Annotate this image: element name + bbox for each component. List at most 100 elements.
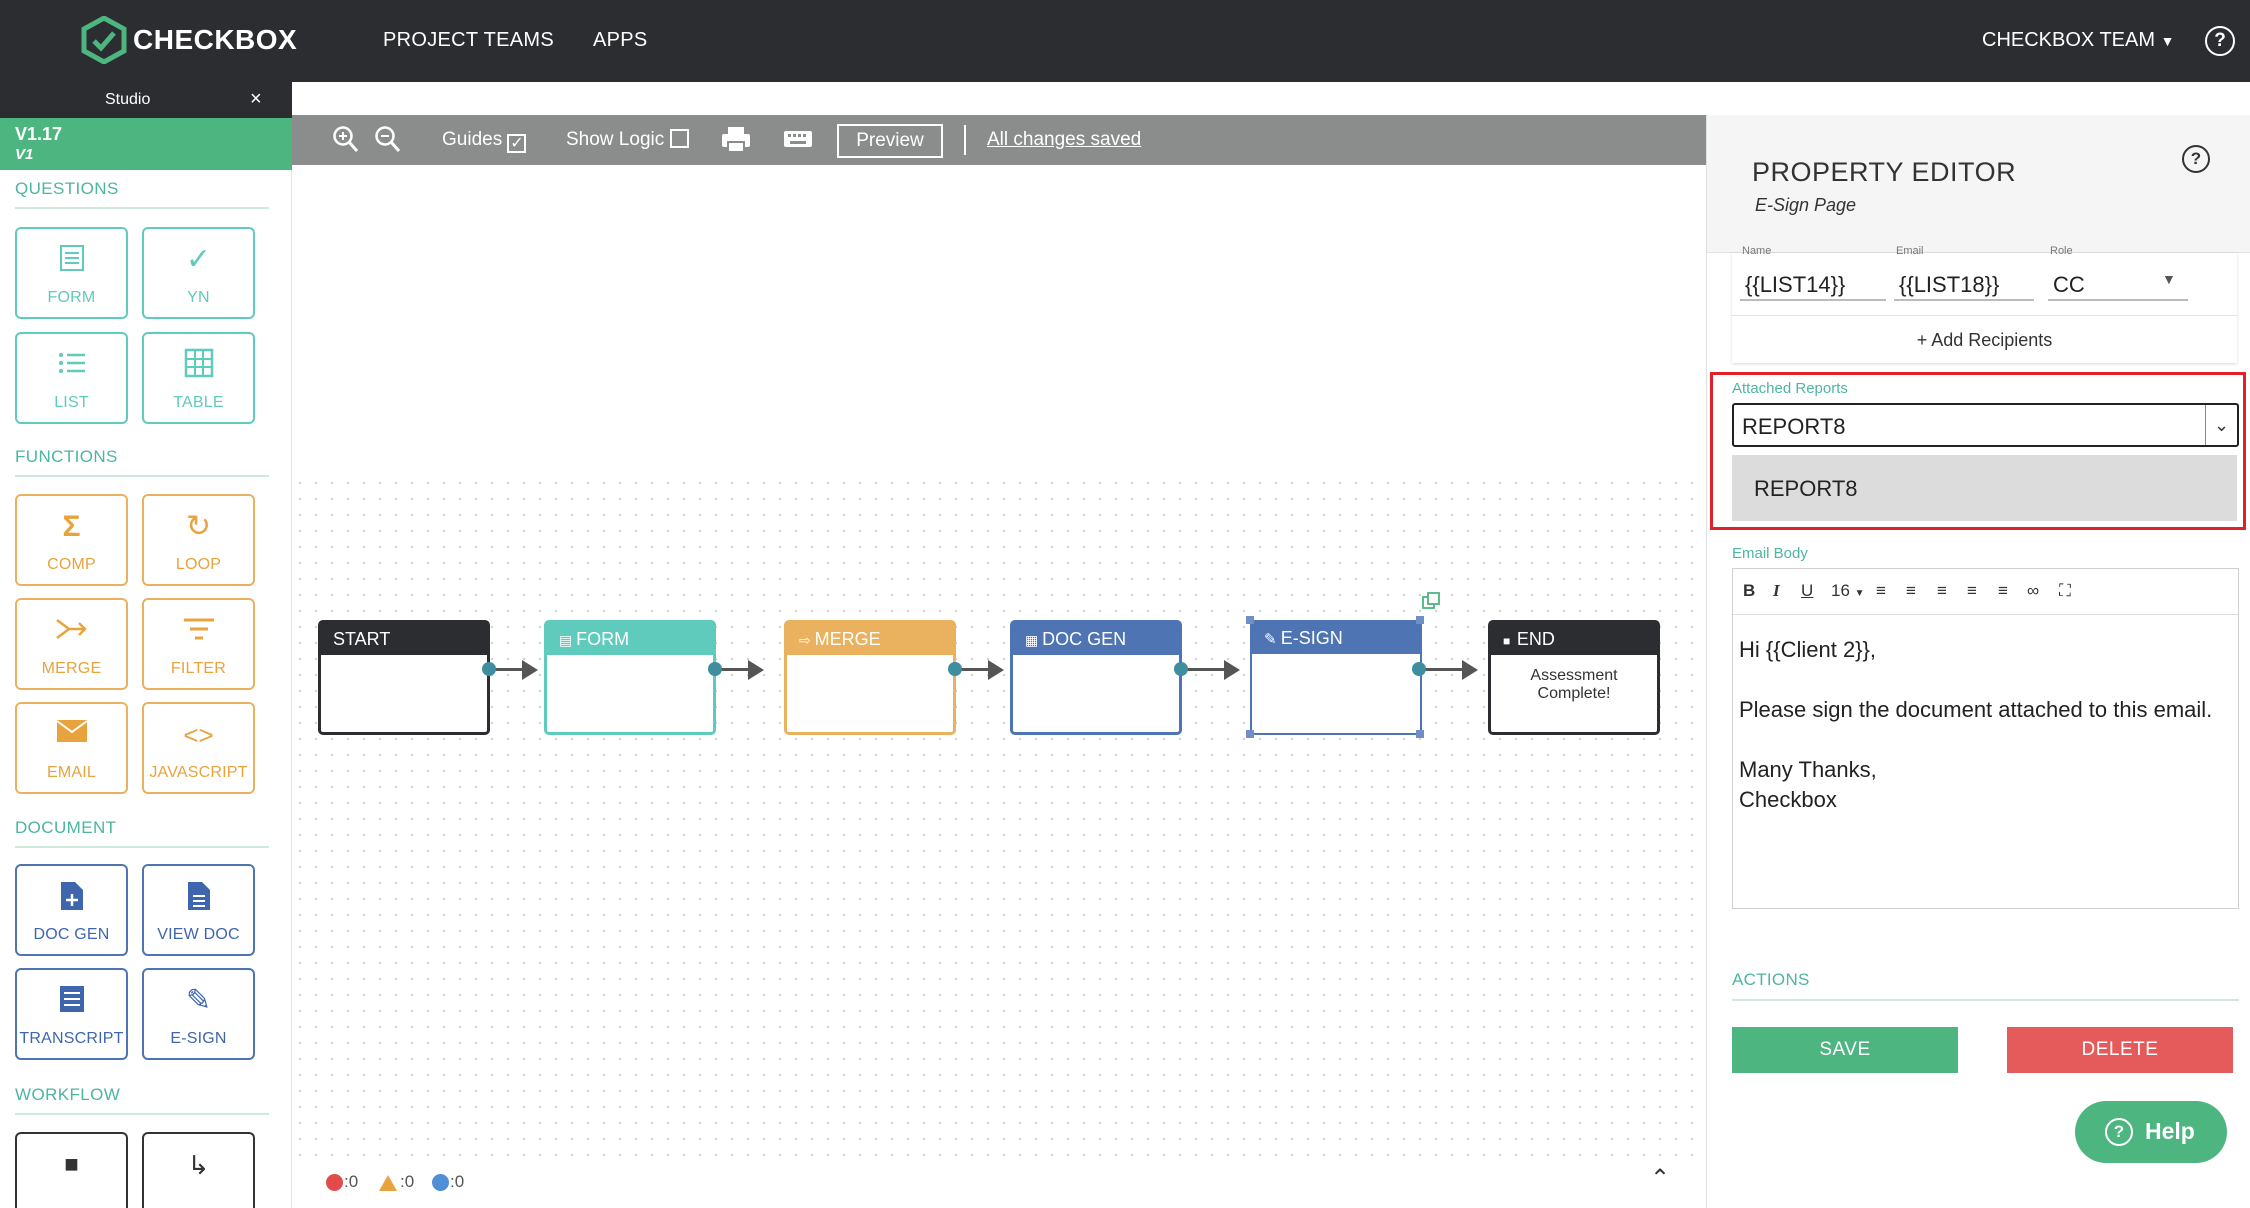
resize-handle[interactable] bbox=[1246, 730, 1254, 738]
output-port[interactable] bbox=[482, 662, 496, 676]
tile-end[interactable]: ■ bbox=[15, 1132, 128, 1208]
error-count[interactable]: :0 bbox=[344, 1172, 359, 1191]
email-body-text[interactable]: Hi {{Client 2}}, Please sign the documen… bbox=[1739, 635, 2229, 815]
brand-name[interactable]: CHECKBOX bbox=[133, 24, 298, 55]
node-header: ▤ FORM bbox=[547, 623, 713, 655]
recipient-email-input[interactable]: {{LIST18}} bbox=[1894, 269, 2034, 301]
dropdown-option-report8[interactable]: REPORT8 bbox=[1732, 455, 2237, 521]
duplicate-icon[interactable] bbox=[1422, 592, 1440, 610]
align-right-icon[interactable]: ≡ bbox=[1998, 581, 2008, 600]
resize-handle[interactable] bbox=[1246, 616, 1254, 624]
fullscreen-icon[interactable]: ⛶ bbox=[2059, 581, 2071, 600]
show-logic-toggle[interactable]: Show Logic bbox=[566, 129, 689, 151]
email-body-editor[interactable]: B I U 16 ▼ ≡ ≡ ≡ ≡ ≡ ∞ ⛶ Hi {{Client 2}}… bbox=[1732, 568, 2239, 909]
nav-apps[interactable]: APPS bbox=[593, 29, 648, 51]
output-port[interactable] bbox=[708, 662, 722, 676]
connector-line bbox=[488, 668, 528, 671]
output-port[interactable] bbox=[1174, 662, 1188, 676]
version-number: V1.17 bbox=[15, 124, 63, 144]
attached-reports-value: REPORT8 bbox=[1742, 414, 1846, 439]
connector-line bbox=[714, 668, 754, 671]
tile-table[interactable]: TABLE bbox=[142, 332, 255, 424]
close-icon[interactable]: × bbox=[250, 88, 262, 110]
chevron-up-icon[interactable]: ⌃ bbox=[1650, 1165, 1671, 1192]
tile-view-doc[interactable]: VIEW DOC bbox=[142, 864, 255, 956]
checkbox-logo-icon[interactable] bbox=[80, 16, 128, 64]
node-start[interactable]: START bbox=[318, 620, 490, 735]
email-line: Checkbox bbox=[1739, 787, 1837, 812]
save-button[interactable]: SAVE bbox=[1732, 1027, 1958, 1073]
resize-handle[interactable] bbox=[1416, 616, 1424, 624]
tile-merge[interactable]: MERGE bbox=[15, 598, 128, 690]
help-button[interactable]: ? Help bbox=[2075, 1101, 2227, 1163]
form-icon: ▤ bbox=[559, 632, 577, 648]
redirect-icon: ↳ bbox=[187, 1150, 210, 1180]
tile-e-sign[interactable]: ✎ E-SIGN bbox=[142, 968, 255, 1060]
tile-transcript[interactable]: TRANSCRIPT bbox=[15, 968, 128, 1060]
checkmark-icon: ✓ bbox=[185, 243, 212, 276]
info-icon bbox=[432, 1174, 449, 1191]
save-status-link[interactable]: All changes saved bbox=[987, 129, 1142, 150]
tile-loop[interactable]: ↻ LOOP bbox=[142, 494, 255, 586]
recipient-role-select[interactable]: CC bbox=[2048, 269, 2188, 301]
node-title: DOC GEN bbox=[1042, 629, 1127, 649]
italic-icon[interactable]: I bbox=[1773, 581, 1780, 600]
node-end[interactable]: ■ END Assessment Complete! bbox=[1488, 620, 1660, 735]
node-merge[interactable]: ⇨ MERGE bbox=[784, 620, 956, 735]
stop-icon: ■ bbox=[64, 1151, 79, 1178]
studio-tab[interactable]: Studio × bbox=[0, 82, 292, 118]
canvas-toolbar: Guides ✓ Show Logic Preview All changes … bbox=[292, 115, 1706, 165]
workflow-canvas[interactable]: START ▤ FORM ⇨ MERGE ▦ DOC GEN ✎ E-SIGN … bbox=[292, 165, 2015, 1208]
guides-toggle[interactable]: Guides ✓ bbox=[442, 129, 527, 153]
tile-filter[interactable]: FILTER bbox=[142, 598, 255, 690]
divider bbox=[15, 207, 269, 209]
delete-button[interactable]: DELETE bbox=[2007, 1027, 2233, 1073]
add-recipients-button[interactable]: + Add Recipients bbox=[1732, 315, 2237, 351]
node-title: E-SIGN bbox=[1280, 628, 1343, 648]
zoom-out-icon[interactable] bbox=[374, 125, 402, 161]
tile-redirect[interactable]: ↳ bbox=[142, 1132, 255, 1208]
tile-list[interactable]: LIST bbox=[15, 332, 128, 424]
recipient-name-input[interactable]: {{LIST14}} bbox=[1740, 269, 1886, 301]
unordered-list-icon[interactable]: ≡ bbox=[1906, 581, 1916, 600]
email-line: Many Thanks, bbox=[1739, 757, 1877, 782]
info-count[interactable]: :0 bbox=[450, 1172, 465, 1191]
chevron-down-icon[interactable]: ⌄ bbox=[2205, 405, 2237, 445]
property-editor-panel: PROPERTY EDITOR E-Sign Page ? Name Email… bbox=[1706, 115, 2250, 1208]
tile-comp[interactable]: Σ COMP bbox=[15, 494, 128, 586]
underline-icon[interactable]: U bbox=[1801, 581, 1814, 600]
warning-count[interactable]: :0 bbox=[400, 1172, 415, 1191]
form-icon bbox=[17, 243, 126, 277]
resize-handle[interactable] bbox=[1416, 730, 1424, 738]
tile-javascript[interactable]: <> JAVASCRIPT bbox=[142, 702, 255, 794]
divider bbox=[15, 1113, 269, 1115]
zoom-in-icon[interactable] bbox=[332, 125, 360, 161]
print-icon[interactable] bbox=[720, 125, 752, 161]
attached-reports-select[interactable]: REPORT8 ⌄ bbox=[1732, 403, 2239, 447]
tile-form[interactable]: FORM bbox=[15, 227, 128, 319]
version-selector[interactable]: V1.17 V1 bbox=[0, 118, 292, 170]
keyboard-icon[interactable] bbox=[782, 125, 814, 159]
link-icon[interactable]: ∞ bbox=[2027, 581, 2040, 600]
align-left-icon[interactable]: ≡ bbox=[1937, 581, 1947, 600]
nav-project-teams[interactable]: PROJECT TEAMS bbox=[383, 29, 554, 51]
align-center-icon[interactable]: ≡ bbox=[1967, 581, 1977, 600]
output-port[interactable] bbox=[948, 662, 962, 676]
preview-button[interactable]: Preview bbox=[837, 124, 943, 158]
bold-icon[interactable]: B bbox=[1743, 581, 1756, 600]
section-title-workflow: WORKFLOW bbox=[15, 1085, 121, 1104]
tile-doc-gen[interactable]: DOC GEN bbox=[15, 864, 128, 956]
font-size-select[interactable]: 16 ▼ bbox=[1831, 581, 1865, 601]
node-form[interactable]: ▤ FORM bbox=[544, 620, 716, 735]
team-menu[interactable]: CHECKBOX TEAM ▼ bbox=[1982, 29, 2174, 52]
node-e-sign-selected[interactable]: ✎ E-SIGN bbox=[1250, 620, 1422, 735]
node-doc-gen[interactable]: ▦ DOC GEN bbox=[1010, 620, 1182, 735]
output-port[interactable] bbox=[1412, 662, 1426, 676]
help-icon[interactable]: ? bbox=[2182, 145, 2210, 173]
tile-email[interactable]: EMAIL bbox=[15, 702, 128, 794]
help-icon[interactable]: ? bbox=[2205, 26, 2235, 56]
checkbox-checked-icon: ✓ bbox=[507, 134, 527, 153]
ordered-list-icon[interactable]: ≡ bbox=[1876, 581, 1886, 600]
tile-yn[interactable]: ✓ YN bbox=[142, 227, 255, 319]
